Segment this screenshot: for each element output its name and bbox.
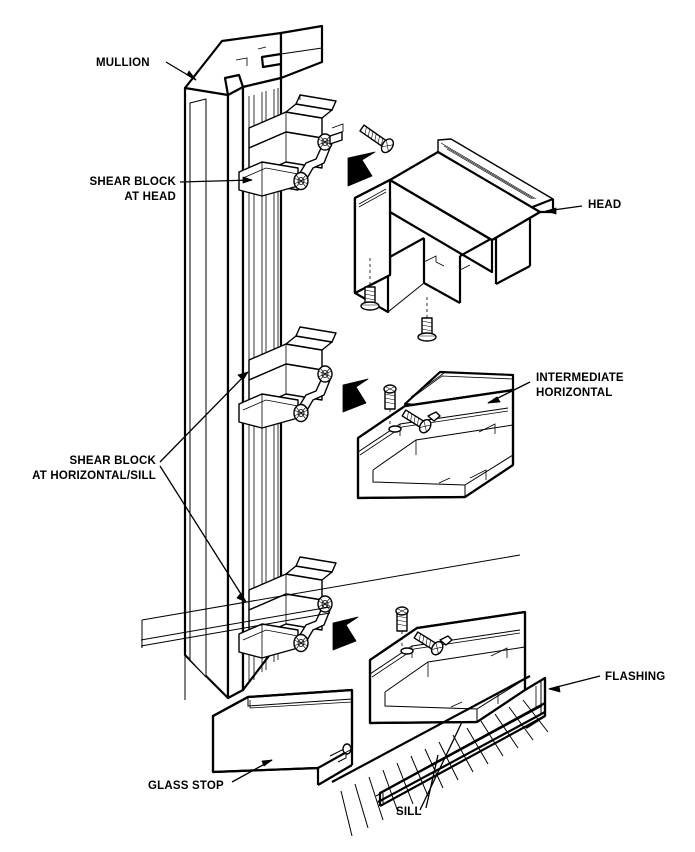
label-shear-block-head-line2: AT HEAD bbox=[124, 191, 176, 203]
label-head: HEAD bbox=[588, 199, 621, 211]
label-mullion: MULLION bbox=[96, 57, 150, 69]
intermediate-screw-vertical bbox=[383, 384, 397, 428]
assembly-direction-arrow-sill bbox=[332, 616, 359, 651]
label-intermediate-line2: HORIZONTAL bbox=[536, 387, 613, 399]
sill-screw-vertical bbox=[395, 606, 409, 650]
label-shear-block-horiz-line1: SHEAR BLOCK bbox=[69, 455, 156, 467]
shear-block-sill-fastener-upper bbox=[317, 595, 333, 613]
head-assembly-screw-bottom-left bbox=[360, 258, 380, 311]
shear-block-at-sill bbox=[238, 556, 337, 659]
label-flashing: FLASHING bbox=[605, 671, 665, 683]
shear-block-head-fastener-lower bbox=[293, 171, 309, 191]
assembly-direction-arrow-head bbox=[347, 151, 376, 187]
label-shear-block-at-horizontal-sill: SHEAR BLOCK AT HORIZONTAL/SILL bbox=[32, 455, 156, 482]
shear-block-horiz-fastener-upper bbox=[317, 365, 333, 383]
label-sill: SILL bbox=[396, 806, 422, 818]
shear-block-horiz-fastener-lower bbox=[293, 403, 309, 423]
glass-stop bbox=[211, 688, 354, 786]
label-shear-block-head-line1: SHEAR BLOCK bbox=[89, 176, 176, 188]
label-head-text: HEAD bbox=[588, 199, 621, 211]
intermediate-horizontal-extrusion bbox=[356, 370, 515, 500]
label-intermediate-line1: INTERMEDIATE bbox=[536, 372, 624, 384]
label-intermediate-horizontal: INTERMEDIATE HORIZONTAL bbox=[536, 372, 624, 399]
assembly-direction-arrow-intermediate bbox=[342, 378, 369, 413]
shear-block-sill-fastener-lower bbox=[293, 633, 309, 653]
label-sill-text: SILL bbox=[396, 806, 422, 818]
head-assembly-screw-top bbox=[359, 124, 395, 154]
sill-screw-angled bbox=[413, 631, 444, 656]
label-shear-block-at-head: SHEAR BLOCK AT HEAD bbox=[89, 176, 176, 203]
head-assembly-screw-bottom-right bbox=[417, 297, 437, 342]
label-flashing-text: FLASHING bbox=[605, 671, 665, 683]
leader-lines bbox=[159, 61, 601, 811]
label-glass-stop: GLASS STOP bbox=[148, 780, 224, 792]
floor-reference-lines bbox=[140, 554, 521, 700]
head-extrusion bbox=[353, 138, 555, 314]
label-glass-stop-text: GLASS STOP bbox=[148, 780, 224, 792]
label-mullion-text: MULLION bbox=[96, 57, 150, 69]
label-shear-block-horiz-line2: AT HORIZONTAL/SILL bbox=[32, 470, 156, 482]
shear-block-at-intermediate-horizontal bbox=[238, 326, 337, 429]
shear-block-at-head bbox=[238, 94, 344, 197]
substrate-hatching bbox=[331, 675, 549, 837]
intermediate-screw-angled bbox=[401, 409, 432, 434]
